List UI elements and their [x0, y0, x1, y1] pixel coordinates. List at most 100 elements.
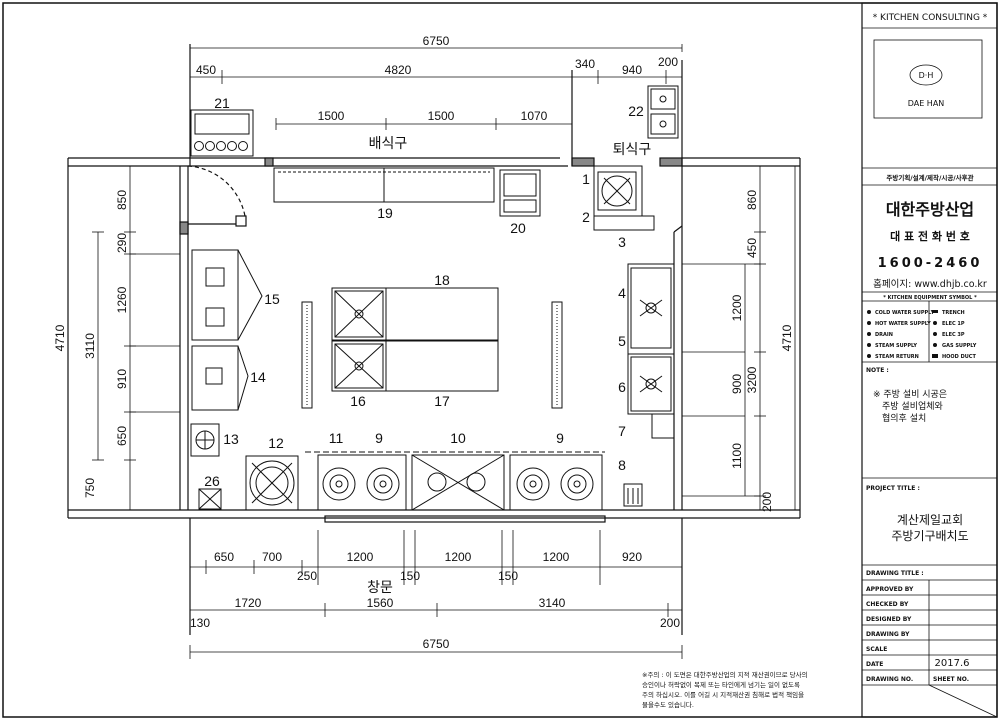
footer-note-line-1: 승인이나 허락없이 복제 또는 타인에게 넘기는 일이 없도록 [642, 680, 800, 689]
checked-label: CHECKED BY [866, 601, 909, 608]
equipment-number-9-left: 9 [375, 430, 383, 446]
title-block-lines [862, 27, 998, 718]
logo-name: DAE HAN [908, 99, 945, 108]
walls [67, 44, 801, 635]
company-name: 대한주방산업 [886, 200, 974, 219]
symbol-left-4: STEAM RETURN [875, 354, 919, 360]
symbol-right-0: TRENCH [942, 310, 965, 316]
dim-bot-1200-a: 1200 [347, 550, 374, 564]
dim-bot-150-a: 150 [400, 569, 420, 583]
label-serving: 배식구 [369, 136, 408, 152]
equipment-number-13: 13 [223, 431, 239, 447]
note-line-1: 주방 설비업체와 [882, 400, 943, 412]
equipment-number-9-right: 9 [556, 430, 564, 446]
dim-bot-1720: 1720 [235, 596, 262, 610]
equipment-number-12: 12 [268, 435, 284, 451]
drawing-by-label: DRAWING BY [866, 631, 910, 638]
dim-bot-700: 700 [262, 550, 282, 564]
dim-bot-3140: 3140 [539, 596, 566, 610]
note-line-2: 협의후 설치 [882, 412, 926, 424]
phone-label: 대 표 전 화 번 호 [890, 229, 970, 243]
dim-left-1260: 1260 [115, 286, 129, 313]
dim-left-650: 650 [115, 426, 129, 446]
equipment-number-19: 19 [377, 205, 393, 221]
dim-bot-150-b: 150 [498, 569, 518, 583]
equipment-number-5: 5 [618, 333, 626, 349]
symbol-right-3: GAS SUPPLY [942, 343, 977, 349]
dim-left-total: 4710 [53, 324, 67, 351]
dim-right-200: 200 [760, 492, 774, 512]
dim-1500-b: 1500 [428, 109, 455, 123]
label-window: 창문 [367, 580, 393, 596]
equipment-number-22: 22 [628, 103, 644, 119]
date-value: 2017.6 [935, 658, 970, 669]
drawing-title-label: DRAWING TITLE : [866, 570, 924, 577]
equipment-number-26: 26 [204, 473, 220, 489]
dim-top-340: 340 [575, 57, 595, 71]
equipment-number-20: 20 [510, 220, 526, 236]
dim-right-total: 4710 [780, 324, 794, 351]
equipment-number-21: 21 [214, 95, 230, 111]
equipment-number-15: 15 [264, 291, 280, 307]
equipment-2 [593, 215, 655, 231]
note-line-0: ※ 주방 설비 시공은 [873, 389, 947, 400]
equipment-numbers: 1 2 3 4 5 6 7 8 9 9 10 11 12 13 14 15 16… [204, 95, 644, 489]
date-label: DATE [866, 661, 883, 668]
dim-right-1100: 1100 [730, 443, 744, 469]
dim-bot-650: 650 [214, 550, 234, 564]
equipment-number-18: 18 [434, 272, 450, 288]
symbol-left-2: DRAIN [875, 332, 893, 338]
equipment-12 [245, 455, 299, 511]
label-return: 퇴식구 [613, 142, 652, 158]
designed-label: DESIGNED BY [866, 616, 912, 623]
dim-right-900: 900 [730, 374, 744, 394]
equipment-island [331, 287, 499, 392]
equipment-number-11: 11 [329, 430, 344, 446]
equipment-number-6: 6 [618, 379, 626, 395]
dim-top-940: 940 [622, 63, 642, 77]
symbol-right-4: HOOD DUCT [942, 354, 976, 360]
approved-label: APPROVED BY [866, 586, 914, 593]
dim-bot-1200-b: 1200 [445, 550, 472, 564]
dim-top-4820: 4820 [385, 63, 412, 77]
consulting-header: * KITCHEN CONSULTING * [873, 13, 988, 23]
dim-right-1200: 1200 [730, 294, 744, 321]
dim-bot-total: 6750 [423, 637, 450, 651]
equipment-cook-line [305, 451, 605, 511]
dim-bot-130: 130 [190, 616, 210, 630]
symbol-left-3: STEAM SUPPLY [875, 343, 917, 349]
equipment-22 [647, 85, 679, 139]
equipment-19 [273, 167, 495, 203]
dim-left-290: 290 [115, 233, 129, 253]
footer-note-line-3: 물을수도 있습니다. [642, 700, 694, 709]
logo-mark: D·H [919, 71, 934, 80]
dim-1500-a: 1500 [318, 109, 345, 123]
symbol-title: * KITCHEN EQUIPMENT SYMBOL * [883, 295, 977, 301]
symbol-right-1: ELEC 1P [942, 321, 965, 327]
equipment-number-16: 16 [350, 393, 366, 409]
equipment-number-10: 10 [450, 430, 466, 446]
equipment-number-17: 17 [434, 393, 450, 409]
dim-left-750: 750 [83, 478, 97, 498]
dim-top-450: 450 [196, 63, 216, 77]
drawing-no-label: DRAWING NO. [866, 676, 913, 683]
trench-lines [301, 301, 563, 409]
note-label: NOTE : [866, 367, 889, 374]
dim-left-850: 850 [115, 190, 129, 210]
symbol-left-1: HOT WATER SUPPLY [875, 321, 931, 327]
equipment-13 [190, 423, 220, 457]
homepage: 홈페이지: www.dhjb.co.kr [873, 278, 987, 290]
dim-bot-1560: 1560 [367, 596, 394, 610]
dim-right-450: 450 [745, 238, 759, 258]
equipment-1 [593, 165, 643, 217]
equipment-number-14: 14 [250, 369, 266, 385]
dim-bot-920: 920 [622, 550, 642, 564]
equipment-26 [198, 488, 222, 510]
equipment-number-4: 4 [618, 285, 626, 301]
equipment-number-3: 3 [618, 234, 626, 250]
symbol-left-0: COLD WATER SUPPLY [875, 310, 935, 316]
equipment-number-8: 8 [618, 457, 626, 473]
project-label: PROJECT TITLE : [866, 485, 920, 492]
dim-right-860: 860 [745, 190, 759, 210]
